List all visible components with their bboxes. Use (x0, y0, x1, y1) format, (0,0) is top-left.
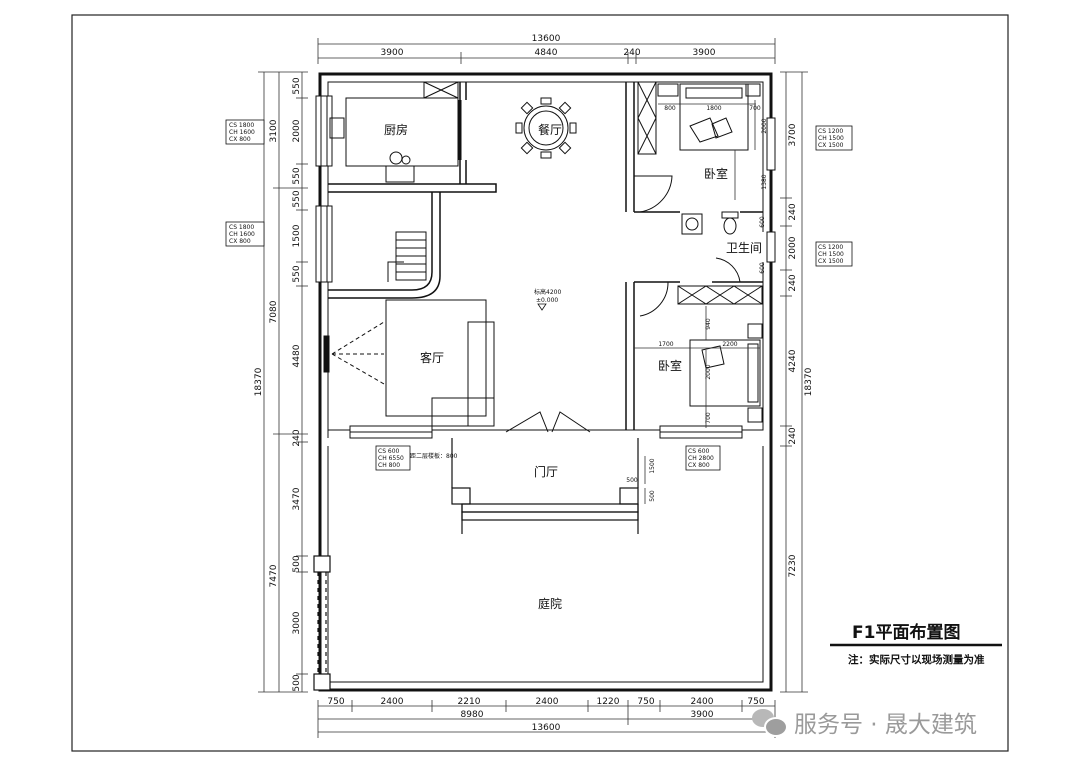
dim-left-1: 550 (292, 77, 302, 94)
dim-bed2-e: 700 (705, 412, 712, 424)
dim-left-mid-b: 7080 (269, 300, 279, 323)
dim-foyer-c: 500 (649, 490, 656, 502)
dim-bed1-e: 1380 (761, 174, 768, 189)
room-bedroom1: 卧室 (704, 166, 728, 181)
dim-bottom-7: 2400 (691, 697, 714, 707)
dim-bed2-a: 940 (705, 318, 712, 330)
dim-right-6: 240 (788, 427, 798, 444)
window-marks (315, 95, 776, 439)
dim-left-4: 550 (292, 190, 302, 207)
dim-bath-b: 600 (759, 262, 766, 274)
level-height: 标高4200 (534, 288, 561, 296)
dim-bottom-6: 750 (637, 697, 654, 707)
dim-right-total: 18370 (804, 367, 814, 396)
dim-right-4: 240 (788, 274, 798, 291)
dim-bottom-5: 1220 (597, 697, 620, 707)
dim-right-5: 4240 (788, 349, 798, 372)
exterior-walls-inner (327, 81, 764, 683)
watermark: 服务号 · 晟大建筑 (752, 702, 977, 742)
dim-bottom-total: 13600 (532, 723, 561, 733)
dim-right-2: 240 (788, 203, 798, 220)
drawing-frame (71, 14, 1009, 752)
dining-table-icon (515, 97, 577, 159)
dim-bottom-8: 750 (747, 697, 764, 707)
bathroom-fixtures (681, 211, 739, 235)
dim-right-3: 2000 (788, 236, 798, 259)
dim-bed1-b: 1800 (706, 105, 721, 112)
staircase (387, 231, 427, 282)
bedroom2-furniture (677, 285, 763, 423)
dim-top-1: 3900 (381, 48, 404, 58)
level-arrow-icon (537, 303, 547, 311)
kitchen-fixtures (329, 81, 462, 183)
dim-bed2-c: 2200 (722, 341, 737, 348)
sheet-title: F1平面布置图 (852, 623, 961, 643)
dim-bed1-a: 800 (664, 105, 676, 112)
door-swings (505, 175, 741, 433)
room-kitchen: 厨房 (384, 122, 408, 137)
dim-top-2: 4840 (535, 48, 558, 58)
room-living: 客厅 (420, 350, 444, 365)
room-foyer: 门厅 (534, 464, 558, 479)
watermark-text: 服务号 · 晟大建筑 (794, 712, 977, 738)
dim-bed1-c: 700 (749, 105, 761, 112)
bedroom1-furniture (637, 81, 761, 155)
dim-left-12: 500 (292, 674, 302, 691)
dim-right-7: 7230 (788, 554, 798, 577)
wechat-icon (752, 707, 788, 737)
gate-posts (313, 555, 331, 691)
dim-top-3: 240 (623, 48, 640, 58)
room-dining: 餐厅 (538, 122, 562, 137)
dim-top-4: 3900 (693, 48, 716, 58)
dim-bottom-3: 2210 (458, 697, 481, 707)
foyer-structure (451, 438, 639, 534)
dim-left-5: 1500 (292, 224, 302, 247)
dim-bottom-sub-right: 3900 (691, 710, 714, 720)
dim-left-9: 3470 (292, 487, 302, 510)
room-bathroom: 卫生间 (726, 241, 762, 255)
dim-bottom-1: 750 (327, 697, 344, 707)
dim-bottom-2: 2400 (381, 697, 404, 707)
level-zero: ±0.000 (536, 297, 558, 304)
dim-top-total: 13600 (532, 34, 561, 44)
dim-left-11: 3000 (292, 611, 302, 634)
dim-left-mid-c: 7470 (269, 564, 279, 587)
dim-bed2-b: 1700 (658, 341, 673, 348)
dim-bottom-sub-left: 8980 (461, 710, 484, 720)
dim-left-6: 550 (292, 265, 302, 282)
interior-walls (328, 82, 763, 430)
room-courtyard: 庭院 (538, 596, 562, 611)
dim-left-10: 500 (292, 555, 302, 572)
dim-left-3: 550 (292, 167, 302, 184)
dim-foyer-a: 1500 (649, 458, 656, 473)
room-bedroom2: 卧室 (658, 358, 682, 373)
dim-bed2-d: 2000 (705, 364, 712, 379)
dim-bath-a: 600 (759, 216, 766, 228)
dim-foyer-b: 500 (626, 477, 638, 484)
dim-right-1: 3700 (788, 123, 798, 146)
dim-left-total: 18370 (254, 367, 264, 396)
dim-bed1-d: 2000 (761, 118, 768, 133)
dim-left-2: 2000 (292, 119, 302, 142)
dim-bottom-4: 2400 (536, 697, 559, 707)
stair-note: 距二层楼板：800 (410, 452, 458, 460)
living-room-furniture (323, 299, 495, 427)
dim-left-8: 240 (292, 429, 302, 446)
sheet-note: 注：实际尺寸以现场测量为准 (848, 654, 985, 666)
dim-left-7: 4480 (292, 344, 302, 367)
dim-left-mid-a: 3100 (269, 119, 279, 142)
